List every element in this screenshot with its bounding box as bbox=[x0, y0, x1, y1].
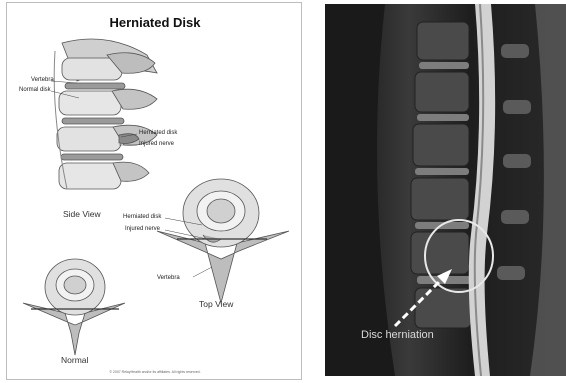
top-view-vertebra bbox=[157, 179, 289, 303]
label-injured-nerve-side: Injured nerve bbox=[139, 141, 174, 147]
copyright-text: © 2007 RelayHealth and/or its affiliates… bbox=[7, 370, 303, 374]
normal-vertebra bbox=[23, 259, 125, 355]
label-top-view: Top View bbox=[199, 299, 233, 309]
label-normal-disk: Normal disk bbox=[19, 87, 51, 93]
label-vertebra-side: Vertebra bbox=[31, 77, 54, 83]
label-vertebra-top: Vertebra bbox=[157, 275, 180, 281]
label-herniated-disk-top: Herniated disk bbox=[123, 214, 161, 220]
diagram-panel: Herniated Disk bbox=[6, 2, 302, 380]
diagram-illustration bbox=[7, 3, 303, 381]
label-herniated-disk-side: Herniated disk bbox=[139, 130, 177, 136]
mri-image bbox=[325, 4, 566, 376]
mri-panel: Disc herniation bbox=[325, 4, 566, 376]
mri-label-disc-herniation: Disc herniation bbox=[361, 329, 434, 341]
label-normal: Normal bbox=[61, 355, 88, 365]
side-view-spine bbox=[54, 39, 157, 189]
label-injured-nerve-top: Injured nerve bbox=[125, 226, 160, 232]
label-side-view: Side View bbox=[63, 209, 101, 219]
